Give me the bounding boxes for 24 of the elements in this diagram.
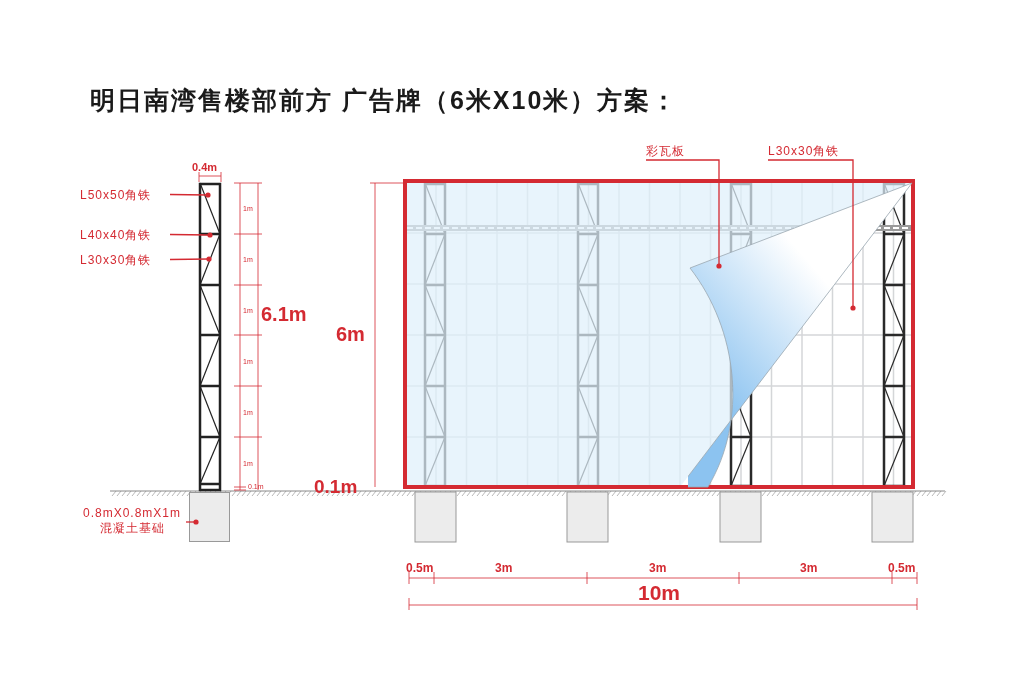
concrete-footing xyxy=(189,492,230,542)
dimension-label: 0.5m xyxy=(406,562,434,574)
callout-label: L50x50角铁 xyxy=(80,186,170,203)
dimension-label: 6m xyxy=(336,324,365,344)
callout-label: L30x30角铁 xyxy=(768,142,860,159)
dimension-label: 3m xyxy=(495,562,513,574)
dimension-label: 3m xyxy=(649,562,667,574)
dimension-label: 6.1m xyxy=(261,304,307,324)
dimension-label: 0.5m xyxy=(888,562,916,574)
dimension-label: 3m xyxy=(800,562,818,574)
leader-line xyxy=(185,519,199,525)
dimension-label: 0.4m xyxy=(192,162,218,173)
leader-line xyxy=(169,232,213,238)
dimension-label: 0.1m xyxy=(314,477,358,496)
title: 明日南湾售楼部前方 广告牌（6米X10米）方案： xyxy=(90,85,679,116)
callout-label: L40x40角铁 xyxy=(80,226,170,243)
leader-line xyxy=(169,192,211,198)
callout-label: L30x30角铁 xyxy=(80,251,170,268)
leader-line xyxy=(645,159,722,269)
leader-line xyxy=(169,256,212,262)
callout-label: 彩瓦板 xyxy=(646,142,700,159)
callout-label: 0.8mX0.8mX1m 混凝土基础 xyxy=(78,506,186,538)
leader-line xyxy=(767,159,856,311)
dimension-label: 10m xyxy=(638,582,681,603)
